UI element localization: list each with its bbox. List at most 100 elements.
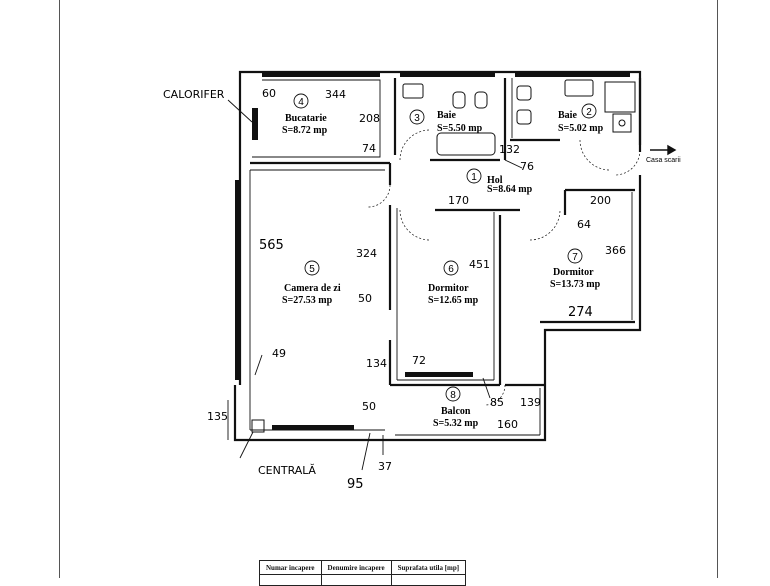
door-bath2 bbox=[579, 139, 611, 171]
room-name-5: Camera de zi bbox=[284, 283, 341, 294]
sink-bath3 bbox=[402, 83, 424, 99]
room-area-7: S=13.73 mp bbox=[550, 279, 601, 290]
room-table-row bbox=[259, 574, 467, 586]
room-table-header-row: Numar incapere Denumire incapere Suprafa… bbox=[259, 560, 467, 575]
dim-85: 85 bbox=[490, 396, 504, 409]
room-marker-2 bbox=[581, 103, 597, 119]
label-centrala: CENTRALĂ bbox=[258, 464, 316, 477]
room-marker-7 bbox=[567, 248, 583, 264]
room-name-1: Hol bbox=[487, 175, 503, 186]
dim-64: 64 bbox=[577, 218, 591, 231]
sink-bath2 bbox=[564, 79, 594, 97]
room-name-8: Balcon bbox=[441, 406, 471, 417]
dim-200: 200 bbox=[590, 194, 611, 207]
room-area-3: S=5.50 mp bbox=[437, 123, 483, 134]
leader-76 bbox=[504, 159, 523, 169]
door-living bbox=[367, 184, 391, 208]
room-number-3: 3 bbox=[414, 113, 420, 124]
room-marker-8 bbox=[445, 386, 461, 402]
leader-centrala bbox=[239, 431, 254, 459]
doors bbox=[367, 129, 641, 406]
dim-160: 160 bbox=[497, 418, 518, 431]
room-area-4: S=8.72 mp bbox=[282, 125, 328, 136]
dim-324: 324 bbox=[356, 247, 377, 260]
room-marker-4 bbox=[293, 93, 309, 109]
toilet-bath3 bbox=[452, 91, 466, 109]
room-name-6: Dormitor bbox=[428, 283, 469, 294]
dim-76: 76 bbox=[520, 160, 534, 173]
kitchen-inner bbox=[252, 79, 381, 158]
room-number-4: 4 bbox=[298, 97, 304, 108]
dim-135: 135 bbox=[207, 410, 228, 423]
dim-139: 139 bbox=[520, 396, 541, 409]
dim-60: 60 bbox=[262, 87, 276, 100]
room-numbers: 1 2 3 4 5 6 7 8 bbox=[298, 97, 592, 401]
label-calorifer: CALORIFER bbox=[163, 88, 225, 101]
fixtures bbox=[402, 79, 636, 156]
dim-565: 565 bbox=[259, 238, 284, 253]
dim-451: 451 bbox=[469, 258, 490, 271]
room-marker-6 bbox=[443, 260, 459, 276]
boiler-centrala bbox=[251, 419, 265, 433]
bidet-bath2 bbox=[516, 109, 532, 125]
room-number-2: 2 bbox=[586, 107, 592, 118]
dim-50b: 50 bbox=[362, 400, 376, 413]
room-name-3: Baie bbox=[437, 110, 456, 121]
leader-85 bbox=[482, 377, 491, 399]
leader-95 bbox=[361, 432, 371, 471]
bathtub-bath3 bbox=[436, 132, 496, 156]
door-bed7 bbox=[529, 209, 561, 241]
washer-drum bbox=[618, 119, 626, 127]
room-area-1: S=8.64 mp bbox=[487, 184, 533, 195]
radiator-bed6 bbox=[405, 372, 473, 377]
room-table-header-number: Numar incapere bbox=[259, 560, 322, 575]
walls bbox=[233, 70, 642, 442]
entrance-arrow-head bbox=[667, 144, 677, 156]
dim-134: 134 bbox=[366, 357, 387, 370]
dim-37: 37 bbox=[378, 460, 392, 473]
page-border-right bbox=[717, 0, 718, 578]
room-markers bbox=[293, 93, 597, 402]
room-marker-1 bbox=[466, 168, 482, 184]
room-table-header-name: Denumire incapere bbox=[320, 560, 392, 575]
dimension-labels: 60 344 208 74 132 76 170 200 64 565 324 … bbox=[207, 87, 626, 492]
room-table-cell bbox=[259, 574, 322, 586]
washer-bath2 bbox=[612, 113, 632, 133]
room-area-6: S=12.65 mp bbox=[428, 295, 479, 306]
room-table-header-area: Suprafata utila [mp] bbox=[390, 560, 467, 575]
toilet-bath2 bbox=[516, 85, 532, 101]
dim-208: 208 bbox=[359, 112, 380, 125]
radiator-living bbox=[272, 425, 354, 430]
windows bbox=[235, 73, 630, 380]
outer-wall-left-lower bbox=[233, 385, 390, 442]
room-number-7: 7 bbox=[572, 252, 578, 263]
room-number-1: 1 bbox=[471, 172, 477, 183]
dim-366: 366 bbox=[605, 244, 626, 257]
entrance-arrow bbox=[650, 144, 677, 156]
room-table: Numar incapere Denumire incapere Suprafa… bbox=[259, 560, 467, 586]
outer-wall-balcony bbox=[390, 175, 642, 442]
dim-132: 132 bbox=[499, 143, 520, 156]
dim-72: 72 bbox=[412, 354, 426, 367]
room-area-8: S=5.32 mp bbox=[433, 418, 479, 429]
room-area-2: S=5.02 mp bbox=[558, 123, 604, 134]
room-labels: Hol S=8.64 mp Baie S=5.02 mp Baie S=5.50… bbox=[282, 110, 604, 429]
leader-calorifer bbox=[227, 99, 253, 123]
dim-95: 95 bbox=[347, 477, 364, 492]
dim-74: 74 bbox=[362, 142, 376, 155]
bidet-bath3 bbox=[474, 91, 488, 109]
room-number-8: 8 bbox=[450, 390, 456, 401]
room-name-7: Dormitor bbox=[553, 267, 594, 278]
dim-49: 49 bbox=[272, 347, 286, 360]
radiator-kitchen bbox=[252, 108, 258, 140]
door-bed6 bbox=[399, 209, 431, 241]
room-number-5: 5 bbox=[309, 264, 315, 275]
door-entrance bbox=[614, 149, 641, 176]
door-balcony bbox=[484, 384, 506, 406]
leader-lines bbox=[227, 99, 523, 471]
door-bath3 bbox=[399, 129, 431, 161]
room-marker-3 bbox=[409, 109, 425, 125]
room-table-cell bbox=[390, 574, 467, 586]
page-border-left bbox=[59, 0, 60, 578]
